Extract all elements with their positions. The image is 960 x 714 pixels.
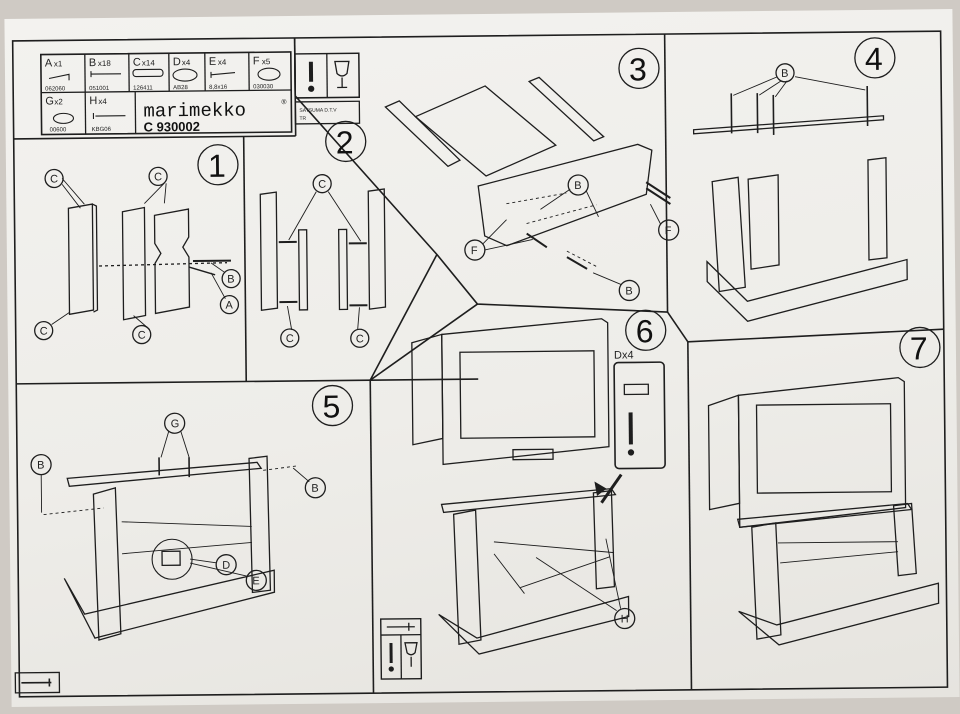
part-f-label: F	[253, 55, 260, 67]
step-3-number: 3	[629, 51, 647, 87]
svg-text:C: C	[318, 179, 326, 191]
svg-text:C: C	[138, 330, 146, 342]
svg-text:x14: x14	[142, 58, 156, 67]
part-d-label: D	[173, 56, 181, 68]
step-2-number: 2	[336, 124, 354, 160]
svg-text:C: C	[50, 173, 58, 185]
svg-text:8,8x16: 8,8x16	[209, 85, 228, 91]
instruction-sheet: A x1 B x18 C x14 D x4 E x4 F x5 G x2 H x…	[4, 9, 960, 707]
svg-text:C: C	[40, 326, 48, 338]
svg-text:B: B	[227, 274, 234, 286]
step-6-callouts: Dx4 H	[535, 349, 636, 630]
svg-text:x4: x4	[218, 58, 227, 67]
svg-text:C: C	[286, 333, 294, 345]
cap-icon	[52, 112, 75, 124]
svg-text:AB28: AB28	[173, 85, 188, 91]
part-labels: A x1 B x18 C x14 D x4 E x4 F x5 G x2 H x…	[45, 55, 274, 133]
bolt-icon	[210, 71, 236, 78]
svg-text:D: D	[222, 560, 230, 572]
svg-text:00600: 00600	[50, 127, 67, 133]
brand-name: marimekko	[143, 99, 246, 122]
svg-text:x2: x2	[54, 97, 63, 106]
outer-frame	[11, 30, 949, 698]
part-e-label: E	[209, 56, 216, 68]
step-6-warning	[380, 617, 423, 680]
registered-mark: ®	[281, 98, 287, 106]
svg-text:x1: x1	[54, 59, 63, 68]
screw-icon	[90, 71, 122, 78]
step-3-callouts: B F F B	[464, 174, 680, 302]
svg-text:G: G	[171, 418, 180, 430]
svg-text:030030: 030030	[253, 84, 274, 90]
svg-text:TR: TR	[299, 116, 306, 122]
step-4-number: 4	[865, 41, 883, 77]
svg-text:126411: 126411	[133, 85, 153, 91]
parts-table	[39, 51, 293, 136]
model-number: C 930002	[143, 119, 200, 135]
screwdriver-icon	[386, 622, 415, 631]
svg-text:B: B	[311, 483, 318, 495]
svg-text:B: B	[625, 285, 632, 297]
cap-icon	[257, 67, 281, 81]
step-1-callouts: C C C C B A	[34, 166, 241, 345]
svg-text:B: B	[574, 180, 581, 192]
step-1-number: 1	[208, 148, 226, 184]
part-g-label: G	[45, 95, 54, 107]
step-6-illustration	[411, 318, 666, 655]
handle-icon	[92, 113, 126, 120]
step-5-number: 5	[322, 388, 340, 424]
part-c-label: C	[133, 57, 141, 69]
step-4-illustration	[692, 85, 908, 322]
svg-text:x5: x5	[262, 57, 271, 66]
svg-text:062060: 062060	[45, 86, 66, 92]
step-3-illustration	[384, 76, 671, 270]
allen-key-icon	[48, 73, 70, 81]
caution-icon	[308, 61, 315, 92]
part-h-label: H	[89, 95, 97, 107]
svg-text:C: C	[356, 333, 364, 345]
assembly-diagram: A x1 B x18 C x14 D x4 E x4 F x5 G x2 H x…	[11, 30, 949, 698]
step-4-callouts: B	[733, 63, 866, 98]
svg-text:x4: x4	[182, 58, 191, 67]
svg-text:F: F	[665, 225, 672, 237]
fragile-glass-icon	[334, 60, 350, 89]
cam-lock-icon	[172, 68, 198, 82]
warning-box: SATSUMA D.T.V TR	[294, 52, 361, 125]
cam-lock-icon	[623, 383, 650, 396]
svg-text:KBG06: KBG06	[92, 127, 112, 133]
svg-text:x4: x4	[98, 97, 107, 106]
svg-text:x18: x18	[98, 59, 112, 68]
part-a-label: A	[45, 57, 53, 69]
cam-lock-icon	[161, 550, 181, 567]
dowel-icon	[132, 68, 164, 78]
svg-text:A: A	[225, 300, 233, 312]
step-7-number: 7	[910, 330, 928, 366]
svg-text:Dx4: Dx4	[614, 349, 634, 361]
step-6-number: 6	[636, 313, 654, 349]
step-7-illustration	[707, 376, 940, 646]
svg-text:E: E	[252, 575, 259, 587]
step-5-illustration	[43, 455, 298, 641]
allen-key-icon	[14, 671, 61, 694]
step-2-illustration	[259, 188, 387, 312]
detail-inset	[613, 361, 666, 470]
svg-text:H: H	[621, 613, 629, 625]
step-5-callouts: G B B D E	[30, 412, 326, 592]
product-label: SATSUMA D.T.V	[299, 108, 337, 114]
svg-text:051001: 051001	[89, 86, 110, 92]
step-numbers: 1 2 3 4 5 6 7	[197, 37, 941, 427]
svg-text:B: B	[37, 460, 44, 472]
part-icons	[48, 67, 281, 124]
arrow-icon	[600, 473, 623, 504]
step-2-callouts: C C C	[280, 174, 370, 348]
svg-text:B: B	[781, 68, 788, 80]
part-b-label: B	[89, 57, 96, 69]
step-1-illustration	[67, 203, 231, 321]
fragile-glass-icon	[404, 642, 418, 667]
svg-text:F: F	[471, 245, 478, 257]
svg-text:C: C	[154, 171, 162, 183]
